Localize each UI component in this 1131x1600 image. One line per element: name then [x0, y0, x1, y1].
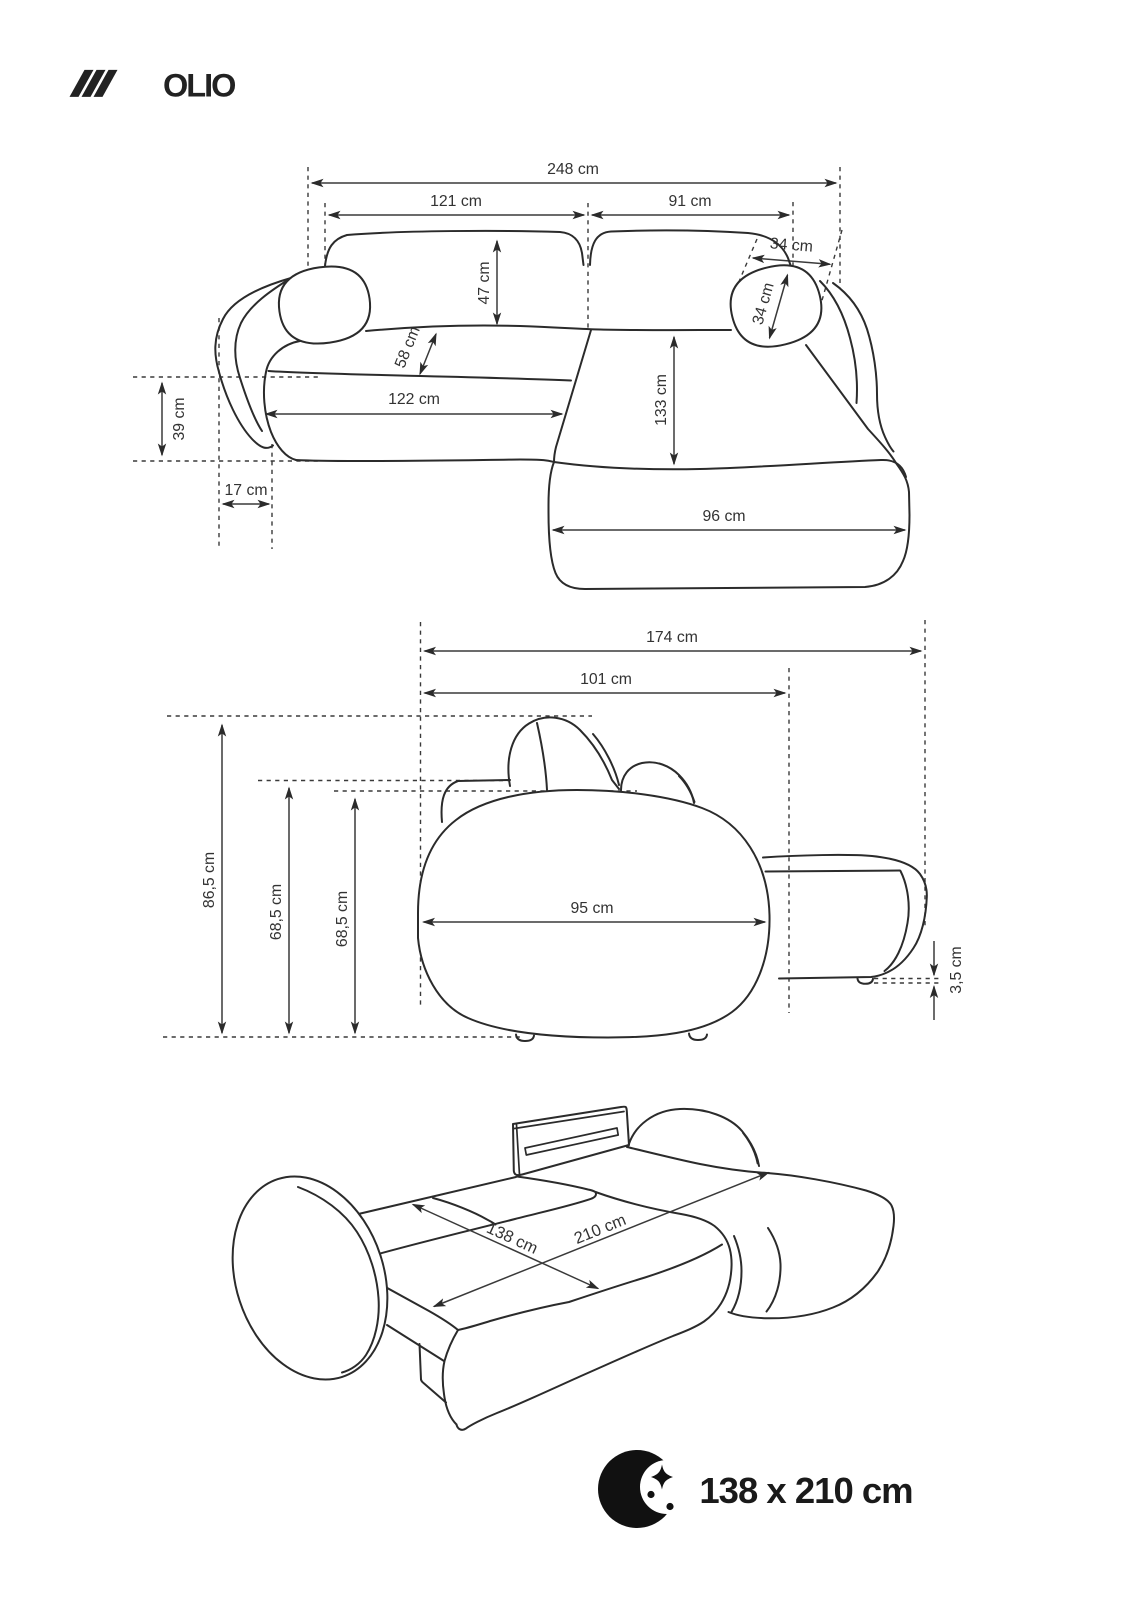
svg-text:OLIO: OLIO: [163, 68, 235, 104]
svg-text:58 cm: 58 cm: [392, 324, 424, 370]
svg-text:95 cm: 95 cm: [570, 900, 613, 917]
svg-text:39 cm: 39 cm: [171, 397, 188, 440]
svg-text:133 cm: 133 cm: [653, 374, 670, 426]
svg-text:34 cm: 34 cm: [769, 235, 813, 255]
svg-text:68,5 cm: 68,5 cm: [334, 891, 351, 947]
svg-text:121 cm: 121 cm: [430, 193, 482, 210]
svg-text:47 cm: 47 cm: [476, 261, 493, 304]
svg-text:101 cm: 101 cm: [580, 671, 632, 688]
svg-text:138 cm: 138 cm: [484, 1219, 541, 1258]
svg-text:17 cm: 17 cm: [224, 482, 267, 499]
svg-text:248 cm: 248 cm: [547, 161, 599, 178]
svg-text:68,5 cm: 68,5 cm: [268, 884, 285, 940]
svg-text:210 cm: 210 cm: [572, 1211, 629, 1248]
svg-text:138 x 210 cm: 138 x 210 cm: [699, 1470, 912, 1511]
svg-text:122 cm: 122 cm: [388, 391, 440, 408]
svg-text:96 cm: 96 cm: [702, 508, 745, 525]
svg-text:174 cm: 174 cm: [646, 629, 698, 646]
svg-text:3,5 cm: 3,5 cm: [948, 946, 965, 993]
svg-text:91 cm: 91 cm: [668, 193, 711, 210]
svg-text:86,5 cm: 86,5 cm: [201, 852, 218, 908]
